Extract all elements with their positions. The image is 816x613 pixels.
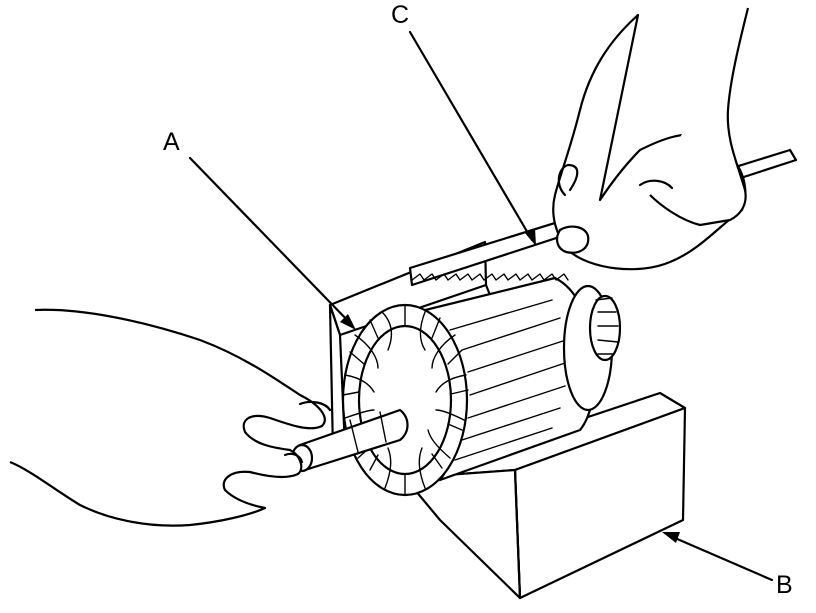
leader-line-b <box>662 532 774 582</box>
left-hand <box>9 308 332 527</box>
leader-line-c <box>408 30 536 246</box>
leader-line-a <box>188 156 356 330</box>
armature <box>290 276 622 497</box>
callout-label-a: A <box>163 128 180 156</box>
callout-label-c: C <box>391 1 410 29</box>
right-hands <box>552 7 750 271</box>
callout-label-b: B <box>776 571 793 599</box>
